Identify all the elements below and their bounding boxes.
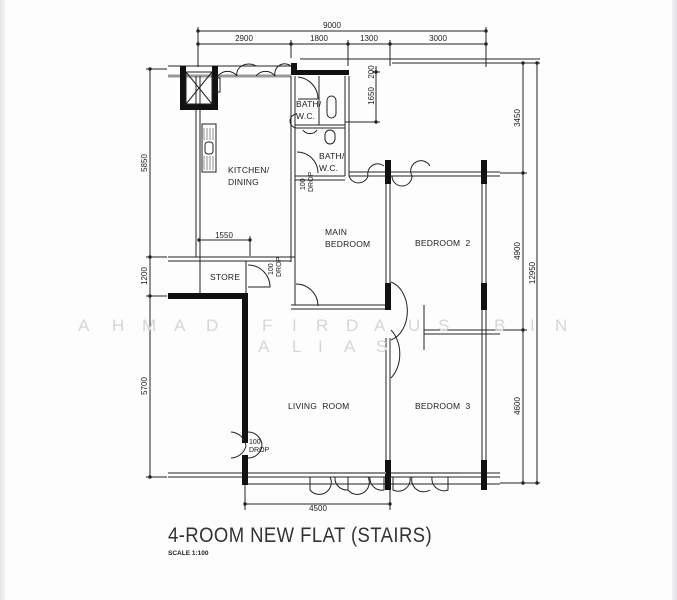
room-bedroom3-label: BEDROOM 3 [415,401,470,411]
svg-text:D: D [206,316,218,335]
dim-top-seg-3: 1300 [360,34,378,43]
svg-text:S: S [438,316,449,335]
watermark: A H M A D F I R D A U S B I N A L I A S [78,316,567,356]
dim-top-total: 9000 [323,21,341,30]
dim-top-seg-1: 2900 [235,34,253,43]
kitchen-dimension [197,236,252,256]
svg-text:A: A [78,316,90,335]
svg-text:F: F [262,316,272,335]
structural-walls [168,63,487,490]
dim-right-seg-3: 4600 [513,397,522,415]
shaft-icon [185,71,221,105]
room-kitchen-label-1: KITCHEN/ [228,165,270,175]
dim-right-total: 12950 [528,261,537,284]
svg-text:R: R [316,316,328,335]
dim-bath-200: 200 [367,65,376,79]
right-dimensions [392,61,540,485]
svg-text:U: U [408,316,420,335]
left-dimensions [146,67,167,479]
svg-text:A: A [374,316,386,335]
walls [168,58,540,485]
dim-top-seg-4: 3000 [429,34,447,43]
top-dimensions [196,27,488,67]
svg-text:H: H [112,316,124,335]
bath-dimensions [345,66,380,124]
dim-left-seg-3: 5700 [140,377,149,395]
svg-text:N: N [555,316,567,335]
room-store-label: STORE [210,272,240,282]
drop-store-label: DROP [276,256,283,277]
bottom-doors [309,472,460,495]
dim-right-seg-1: 3450 [513,109,522,127]
drop-living-value: 100 [249,439,261,446]
room-bath1-label-1: BATH/ [296,99,322,109]
dim-bath-1650: 1650 [367,87,376,105]
drop-bath-value: 100 [300,178,307,190]
svg-text:D: D [346,316,358,335]
room-main-bedroom-label-2: BEDROOM [325,239,370,249]
svg-text:A: A [344,337,356,356]
dim-left-seg-1: 5850 [140,154,149,172]
drop-store-value: 100 [268,263,275,275]
dim-bottom-4500: 4500 [309,504,327,513]
svg-text:I: I [530,316,535,335]
room-living-label: LIVING ROOM [288,401,349,411]
dim-left-seg-2: 1200 [140,267,149,285]
page-edge-right [672,0,677,600]
svg-text:L: L [292,337,301,356]
plan-scale: SCALE 1:100 [168,550,209,557]
dim-kitchen-1550: 1550 [215,231,233,240]
page-edge-left [0,0,5,600]
plan-title: 4-ROOM NEW FLAT (STAIRS) [168,524,433,547]
dim-right-seg-2: 4900 [513,242,522,260]
room-bath2-label-2: W.C. [319,163,338,173]
drop-living-label: DROP [249,447,270,454]
drop-bath-label: DROP [308,171,315,192]
svg-text:A: A [174,316,186,335]
bath-fixtures [289,76,337,174]
dim-top-seg-2: 1800 [310,34,328,43]
svg-text:A: A [258,337,270,356]
room-bedroom2-label: BEDROOM 2 [415,238,470,248]
sink-icon [201,123,217,173]
doors [230,264,408,459]
room-bath1-label-2: W.C. [296,111,315,121]
room-bath2-label-1: BATH/ [319,151,345,161]
svg-text:M: M [142,316,156,335]
svg-text:B: B [494,316,505,335]
room-kitchen-label-2: DINING [228,177,259,187]
top-windows [217,63,431,187]
svg-text:I: I [292,316,297,335]
svg-text:S: S [376,337,387,356]
svg-text:I: I [318,337,323,356]
room-main-bedroom-label-1: MAIN [325,227,347,237]
